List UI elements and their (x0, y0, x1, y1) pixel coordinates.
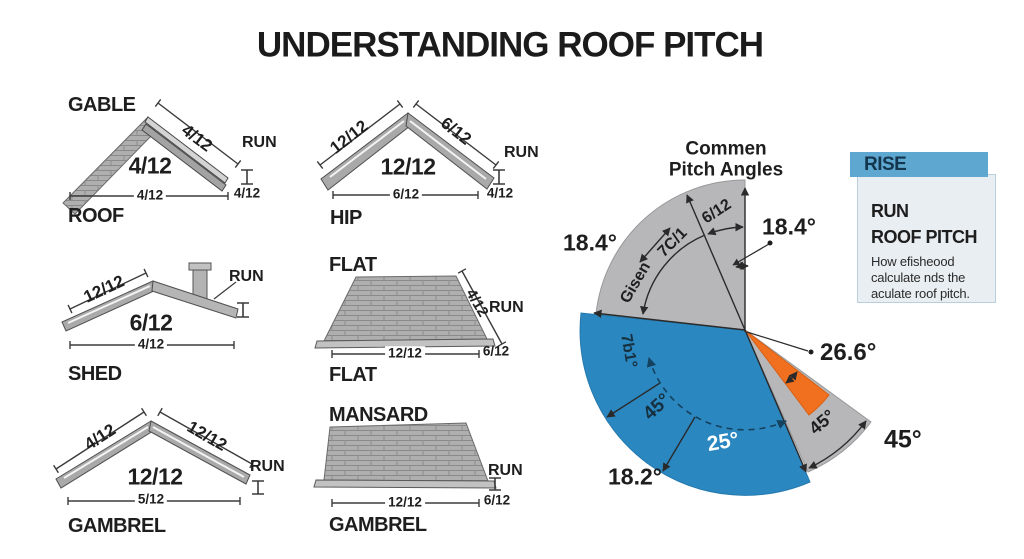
gable-rise-label: 4/12 (233, 185, 261, 201)
page-title: UNDERSTANDING ROOF PITCH (256, 25, 764, 65)
mansard-name-label: MANSARD (329, 404, 428, 426)
shed-caption: SHED (68, 363, 122, 385)
fan-annotations (593, 187, 867, 473)
gambrel-span-label: 5/12 (134, 492, 168, 506)
flat-name-label: FLAT (329, 254, 377, 276)
gambrel-caption: GAMBREL (68, 515, 166, 537)
flat-caption: FLAT (329, 364, 377, 386)
fan-label-18-4-right: 18.4° (762, 213, 816, 240)
legend-description: How efisheood calculate nds the aculate … (871, 254, 970, 301)
legend-rise-label: RISE (864, 153, 907, 175)
fan-label-blue-25: 25° (705, 427, 741, 457)
pitch-angle-fan-chart (579, 179, 872, 496)
hip-caption: HIP (330, 207, 362, 229)
flat-run-label: RUN (489, 299, 524, 316)
flat-span-label: 12/12 (385, 346, 425, 360)
fan-label-18-4-left: 18.4° (563, 229, 617, 256)
hip-span-label: 6/12 (389, 187, 423, 201)
fan-label-26-6: 26.6° (820, 339, 877, 366)
hip-pitch-label: 12/12 (380, 153, 436, 180)
label-dot-26-6 (808, 349, 814, 355)
gable-span-label: 4/12 (133, 188, 167, 202)
hip-rise-label: 4/12 (486, 185, 514, 201)
flat-rise-label: 6/12 (482, 343, 510, 359)
gable-name-label: GABLE (68, 94, 136, 116)
shed-run-label: RUN (229, 268, 264, 285)
fan-label-45-outer: 45° (884, 425, 922, 454)
fan-label-18-2: 18.2° (608, 463, 662, 490)
mansard-caption: GAMBREL (329, 514, 427, 536)
shed-span-label: 4/12 (134, 337, 168, 351)
label-dot-18-4 (767, 240, 773, 246)
gable-pitch-label: 4/12 (128, 152, 172, 179)
fan-chart-title-line2: Pitch Angles (668, 159, 784, 181)
gable-roof-drawing (62, 98, 253, 215)
hip-roof-drawing (316, 99, 505, 199)
flat-roof-drawing (314, 268, 507, 358)
mansard-run-label: RUN (488, 462, 523, 479)
gable-caption: ROOF (68, 205, 124, 227)
legend-header-bar: RISE (850, 152, 988, 177)
gable-run-label: RUN (242, 134, 277, 151)
mansard-rise-label: 6/12 (483, 492, 511, 508)
gambrel-run-label: RUN (250, 458, 285, 475)
hip-run-label: RUN (504, 144, 539, 161)
fan-chart-title-line1: Commen (685, 138, 767, 160)
legend-roof-pitch-label: ROOF PITCH (871, 227, 978, 247)
gambrel-pitch-label: 12/12 (127, 463, 183, 490)
shed-pitch-label: 6/12 (129, 309, 173, 336)
dashed-angle-arc (646, 357, 787, 431)
legend-run-label: RUN (871, 201, 909, 221)
gambrel-roof-drawing (53, 407, 264, 505)
mansard-span-label: 12/12 (385, 495, 425, 509)
legend-box: RUN ROOF PITCH How efisheood calculate n… (857, 174, 996, 303)
